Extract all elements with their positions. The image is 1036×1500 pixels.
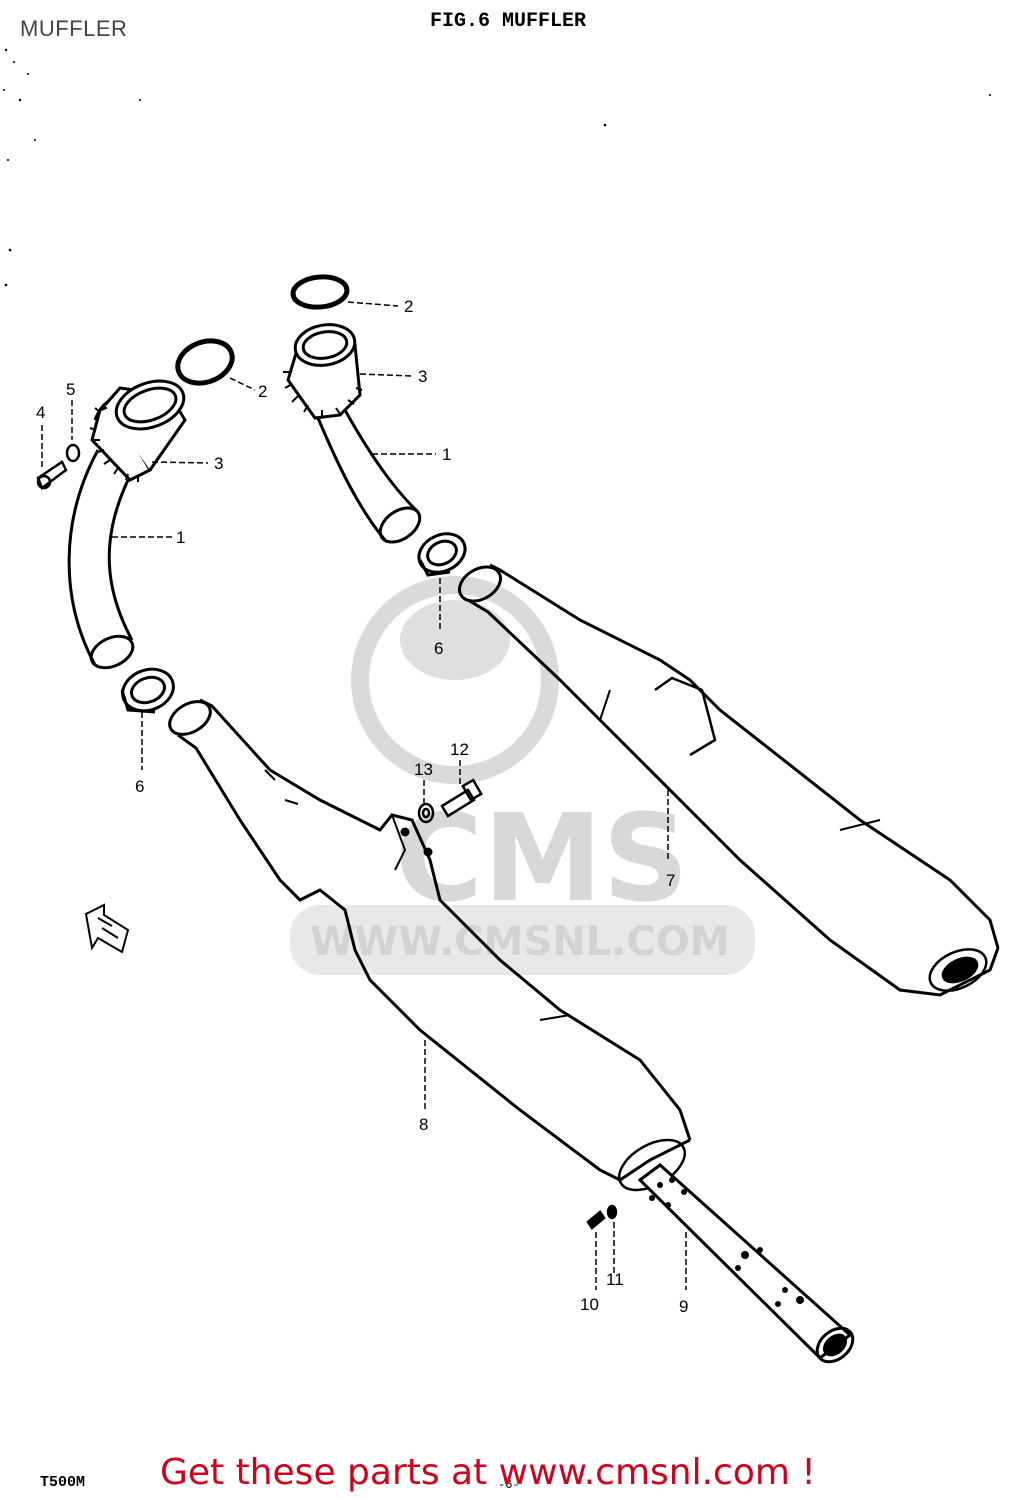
- right-muffler: [458, 563, 1000, 997]
- left-muffler: [168, 698, 692, 1192]
- callout-3-right: 3: [418, 367, 427, 386]
- callout-2-left: 2: [258, 382, 267, 401]
- callout-11: 11: [606, 1270, 624, 1289]
- callout-9: 9: [679, 1297, 688, 1316]
- screw-and-washer-10-11: [586, 1204, 618, 1230]
- callout-13: 13: [414, 760, 433, 779]
- callout-4: 4: [36, 403, 45, 422]
- left-bolt-and-washer: [36, 443, 81, 490]
- left-gasket: [175, 338, 235, 386]
- page-number: -6-: [498, 1478, 520, 1492]
- watermark-url-text: WWW.CMSNL.COM: [310, 919, 730, 965]
- figure-title: FIG.6 MUFFLER: [430, 10, 587, 33]
- parts-link-banner[interactable]: Get these parts at www.cmsnl.com !: [160, 1452, 816, 1493]
- callout-7: 7: [666, 871, 675, 890]
- right-exhaust-flange: [283, 323, 363, 420]
- callout-8: 8: [419, 1115, 428, 1134]
- callout-10: 10: [580, 1295, 599, 1314]
- scan-noise: [3, 48, 991, 287]
- right-exhaust-pipe: [316, 409, 422, 544]
- callout-1-right: 1: [442, 445, 451, 464]
- model-code: T500M: [40, 1474, 86, 1491]
- left-exhaust-flange: [89, 379, 187, 482]
- callout-12: 12: [450, 740, 469, 759]
- callout-1-left: 1: [176, 528, 185, 547]
- right-gasket: [290, 274, 350, 310]
- callout-2-right: 2: [404, 297, 413, 316]
- callout-6-left: 6: [135, 777, 144, 796]
- left-seal-ring: [120, 667, 175, 714]
- header-label: MUFFLER: [20, 16, 128, 41]
- callout-5: 5: [66, 380, 75, 399]
- washer-13: [417, 802, 435, 824]
- callout-6-right: 6: [434, 639, 443, 658]
- left-exhaust-pipe: [67, 449, 135, 670]
- tail-pipe: [637, 1163, 855, 1364]
- bolt-12: [440, 778, 483, 818]
- leader-lines: [41, 301, 687, 1290]
- forward-arrow-icon: [84, 903, 130, 954]
- callout-3-left: 3: [214, 454, 223, 473]
- right-seal-ring: [417, 532, 467, 577]
- callout-labels: 2 2 3 3 1 1 4 5 6 6 7 8 9 10 11 12 13: [36, 297, 688, 1316]
